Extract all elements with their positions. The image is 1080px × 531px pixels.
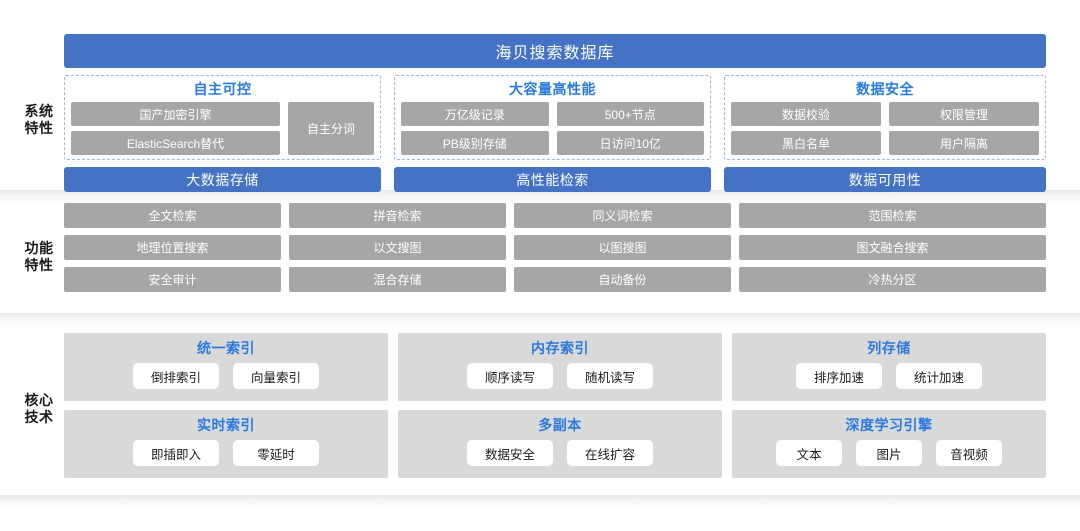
core-card-unified-index: 统一索引 倒排索引 向量索引 — [64, 333, 388, 401]
section-label-core-line1: 核心 — [24, 392, 54, 408]
section-label-functional-line1: 功能 — [24, 240, 54, 256]
core-pill: 数据安全 — [467, 440, 553, 466]
core-pill: 音视频 — [936, 440, 1002, 466]
system-item-box: 国产加密引擎 — [71, 102, 280, 126]
functional-feature-box: 同义词检索 — [514, 203, 731, 228]
functional-feature-box: 混合存储 — [289, 267, 506, 292]
section-label-functional-line2: 特性 — [24, 257, 54, 273]
functional-feature-box: 安全审计 — [64, 267, 281, 292]
core-pill: 统计加速 — [896, 363, 982, 389]
core-heading: 内存索引 — [531, 340, 589, 356]
system-column-capacity: 大容量高性能 万亿级记录 PB级别存储 500+节点 日访问10亿 高性能检索 — [394, 75, 711, 192]
core-technology-row: 统一索引 倒排索引 向量索引 内存索引 顺序读写 随机读写 列存储 排序加速 统… — [64, 333, 1046, 401]
core-pill: 在线扩容 — [567, 440, 653, 466]
system-bar-high-perf-search: 高性能检索 — [394, 167, 711, 192]
functional-feature-box: 全文检索 — [64, 203, 281, 228]
core-pill: 顺序读写 — [467, 363, 553, 389]
system-bar-data-availability: 数据可用性 — [724, 167, 1046, 192]
functional-feature-box: 以文搜图 — [289, 235, 506, 260]
core-pill: 排序加速 — [796, 363, 882, 389]
functional-feature-box: 拼音检索 — [289, 203, 506, 228]
core-card-columnar-storage: 列存储 排序加速 统计加速 — [732, 333, 1046, 401]
functional-feature-box: 图文融合搜索 — [739, 235, 1046, 260]
system-panel-autonomous: 自主可控 国产加密引擎 ElasticSearch替代 自主分词 — [64, 75, 381, 160]
section-divider-bottom — [0, 495, 1080, 517]
system-heading-capacity: 大容量高性能 — [509, 81, 596, 97]
core-pill: 零延时 — [233, 440, 319, 466]
core-pill: 即插即入 — [133, 440, 219, 466]
system-column-security: 数据安全 数据校验 黑白名单 权限管理 用户隔离 数据可用性 — [724, 75, 1046, 192]
functional-feature-box: 地理位置搜索 — [64, 235, 281, 260]
system-item-box: 万亿级记录 — [401, 102, 549, 126]
core-pill: 文本 — [776, 440, 842, 466]
system-item-box-tall: 自主分词 — [288, 102, 374, 155]
system-bar-bigdata-storage: 大数据存储 — [64, 167, 381, 192]
functional-feature-box: 以图搜图 — [514, 235, 731, 260]
system-panel-security: 数据安全 数据校验 黑白名单 权限管理 用户隔离 — [724, 75, 1046, 160]
section-label-core: 核心 技术 — [14, 392, 64, 426]
core-pill: 随机读写 — [567, 363, 653, 389]
core-card-multi-replica: 多副本 数据安全 在线扩容 — [398, 410, 722, 478]
core-card-deep-learning-engine: 深度学习引擎 文本 图片 音视频 — [732, 410, 1046, 478]
system-item-box: 日访问10亿 — [556, 131, 704, 155]
system-panel-capacity: 大容量高性能 万亿级记录 PB级别存储 500+节点 日访问10亿 — [394, 75, 711, 160]
system-item-box: 权限管理 — [889, 102, 1039, 126]
core-heading: 多副本 — [538, 417, 582, 433]
core-pill: 向量索引 — [233, 363, 319, 389]
section-label-functional: 功能 特性 — [14, 240, 64, 274]
core-heading: 列存储 — [867, 340, 911, 356]
functional-row: 全文检索 拼音检索 同义词检索 范围检索 — [64, 203, 1046, 228]
section-label-system: 系统 特性 — [14, 103, 64, 137]
core-technology-area: 统一索引 倒排索引 向量索引 内存索引 顺序读写 随机读写 列存储 排序加速 统… — [64, 333, 1046, 487]
system-heading-autonomous: 自主可控 — [193, 81, 252, 97]
system-heading-security: 数据安全 — [856, 81, 914, 97]
section-divider-functional-core — [0, 313, 1080, 335]
system-item-box: PB级别存储 — [401, 131, 549, 155]
core-heading: 深度学习引擎 — [845, 417, 933, 433]
core-card-realtime-index: 实时索引 即插即入 零延时 — [64, 410, 388, 478]
functional-row: 安全审计 混合存储 自动备份 冷热分区 — [64, 267, 1046, 292]
product-title-bar: 海贝搜索数据库 — [64, 34, 1046, 68]
system-item-box: 500+节点 — [556, 102, 704, 126]
functional-row: 地理位置搜索 以文搜图 以图搜图 图文融合搜索 — [64, 235, 1046, 260]
functional-feature-box: 范围检索 — [739, 203, 1046, 228]
system-item-box: 用户隔离 — [889, 131, 1039, 155]
functional-feature-box: 自动备份 — [514, 267, 731, 292]
section-label-core-line2: 技术 — [24, 409, 54, 425]
system-column-autonomous: 自主可控 国产加密引擎 ElasticSearch替代 自主分词 大数据存储 — [64, 75, 381, 192]
functional-feature-box: 冷热分区 — [739, 267, 1046, 292]
system-item-box: 黑白名单 — [731, 131, 881, 155]
core-card-memory-index: 内存索引 顺序读写 随机读写 — [398, 333, 722, 401]
product-title: 海贝搜索数据库 — [495, 45, 615, 62]
core-heading: 统一索引 — [197, 340, 255, 356]
core-technology-row: 实时索引 即插即入 零延时 多副本 数据安全 在线扩容 深度学习引擎 文本 图片 — [64, 410, 1046, 478]
system-item-box: ElasticSearch替代 — [71, 131, 280, 155]
section-label-system-line2: 特性 — [24, 120, 54, 136]
core-pill: 图片 — [856, 440, 922, 466]
functional-features-area: 全文检索 拼音检索 同义词检索 范围检索 地理位置搜索 以文搜图 以图搜图 图文… — [64, 203, 1046, 299]
core-pill: 倒排索引 — [133, 363, 219, 389]
section-label-system-line1: 系统 — [24, 103, 54, 119]
system-item-box: 数据校验 — [731, 102, 881, 126]
core-heading: 实时索引 — [197, 417, 255, 433]
